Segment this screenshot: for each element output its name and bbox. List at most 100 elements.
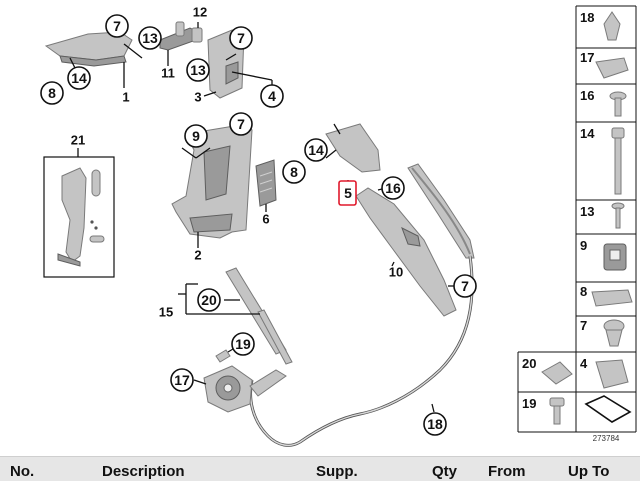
part-17-retractor[interactable]	[203, 365, 287, 413]
svg-text:13: 13	[142, 30, 158, 46]
svg-text:5: 5	[344, 185, 352, 201]
callout-3[interactable]: 3	[194, 90, 201, 105]
svg-text:14: 14	[308, 142, 324, 158]
callout-14-b[interactable]: 14	[304, 138, 328, 162]
callout-4[interactable]: 4	[260, 84, 284, 108]
column-header-qty[interactable]: Qty	[432, 463, 458, 480]
svg-text:2: 2	[194, 248, 201, 263]
callout-15[interactable]: 15	[159, 305, 173, 320]
callout-11[interactable]: 11	[161, 66, 175, 81]
svg-text:16: 16	[385, 180, 401, 196]
callout-12[interactable]: 12	[193, 5, 207, 20]
part-20-rail[interactable]	[225, 267, 293, 365]
part-10-pillar-trim[interactable]	[355, 187, 457, 317]
part-11-bracket[interactable]	[159, 21, 199, 51]
callout-1[interactable]: 1	[122, 90, 129, 105]
svg-text:18: 18	[580, 10, 594, 25]
callout-9-a[interactable]: 9	[184, 124, 208, 148]
svg-text:1: 1	[122, 90, 129, 105]
callout-7-b[interactable]: 7	[229, 26, 253, 50]
part-1-trim[interactable]	[44, 31, 133, 67]
legend-cell-16[interactable]: 16	[580, 88, 627, 117]
svg-text:8: 8	[290, 164, 298, 180]
legend-cell-14[interactable]: 14	[580, 126, 625, 195]
svg-text:11: 11	[161, 66, 175, 81]
callout-8-b[interactable]: 8	[282, 160, 306, 184]
callout-7-a[interactable]: 7	[105, 14, 129, 38]
legend-cell-8[interactable]: 8	[580, 284, 633, 307]
column-header-supp[interactable]: Supp.	[316, 463, 358, 480]
parts-legend	[517, 5, 637, 433]
legend-cell-13[interactable]: 13	[580, 202, 625, 229]
callout-10[interactable]: 10	[389, 265, 403, 280]
diagram-reference-number: 273784	[593, 434, 620, 443]
callout-13-a[interactable]: 13	[138, 26, 162, 50]
svg-text:8: 8	[580, 284, 587, 299]
callout-16[interactable]: 16	[381, 176, 405, 200]
svg-text:7: 7	[237, 30, 245, 46]
callout-2[interactable]: 2	[194, 248, 201, 263]
column-header-no[interactable]: No.	[10, 463, 35, 480]
part-2-pillar-trim[interactable]	[171, 123, 253, 239]
legend-cell-19[interactable]: 19	[522, 396, 565, 425]
callout-17[interactable]: 17	[170, 368, 194, 392]
callout-8-a[interactable]: 8	[40, 81, 64, 105]
svg-text:17: 17	[580, 50, 594, 65]
svg-text:17: 17	[174, 372, 190, 388]
svg-text:10: 10	[389, 265, 403, 280]
column-header-description[interactable]: Description	[102, 463, 185, 480]
svg-text:16: 16	[580, 88, 594, 103]
svg-text:18: 18	[427, 416, 443, 432]
svg-text:13: 13	[580, 204, 594, 219]
svg-text:20: 20	[201, 292, 217, 308]
svg-text:9: 9	[580, 238, 587, 253]
callout-18[interactable]: 18	[423, 412, 447, 436]
callout-19[interactable]: 19	[231, 332, 255, 356]
column-header-from[interactable]: From	[488, 463, 526, 480]
svg-text:13: 13	[190, 62, 206, 78]
legend-cell-4[interactable]: 4	[580, 356, 629, 389]
svg-text:6: 6	[262, 212, 269, 227]
part-6-grille[interactable]	[255, 159, 277, 207]
legend-cell-7[interactable]: 7	[580, 318, 625, 347]
part-18-cable[interactable]	[249, 255, 474, 447]
svg-text:20: 20	[522, 356, 536, 371]
part-19-bolt[interactable]	[215, 349, 231, 363]
part-5-trim[interactable]	[325, 123, 381, 173]
callout-21[interactable]: 21	[71, 133, 85, 148]
svg-text:19: 19	[522, 396, 536, 411]
svg-text:8: 8	[48, 85, 56, 101]
svg-text:9: 9	[192, 128, 200, 144]
svg-text:7: 7	[461, 278, 469, 294]
svg-text:21: 21	[71, 133, 85, 148]
svg-text:14: 14	[580, 126, 595, 141]
svg-text:4: 4	[580, 356, 588, 371]
legend-cell-symbol	[584, 395, 632, 423]
svg-text:14: 14	[71, 70, 87, 86]
svg-text:3: 3	[194, 90, 201, 105]
svg-text:7: 7	[113, 18, 121, 34]
part-16-strip[interactable]	[407, 163, 475, 259]
legend-cell-9[interactable]: 9	[580, 238, 627, 271]
column-header-up-to[interactable]: Up To	[568, 463, 610, 480]
callout-7-d[interactable]: 7	[453, 274, 477, 298]
callout-20[interactable]: 20	[197, 288, 221, 312]
parts-table-header: No. Description Supp. Qty From Up To	[0, 456, 640, 481]
svg-text:15: 15	[159, 305, 173, 320]
parts-diagram: 7 12 13 7 14 11 13 8 1 3 4 7 9 21 14 8 5…	[40, 5, 637, 447]
svg-text:12: 12	[193, 5, 207, 20]
part-12-clip[interactable]	[191, 27, 203, 43]
callout-6[interactable]: 6	[262, 212, 269, 227]
callout-7-c[interactable]: 7	[229, 112, 253, 136]
callout-13-b[interactable]: 13	[186, 58, 210, 82]
callout-5-highlighted[interactable]: 5	[338, 180, 357, 206]
callout-14-a[interactable]: 14	[67, 66, 91, 90]
svg-text:4: 4	[268, 88, 276, 104]
svg-text:7: 7	[237, 116, 245, 132]
svg-text:19: 19	[235, 336, 251, 352]
svg-text:7: 7	[580, 318, 587, 333]
part-21-bracket[interactable]	[57, 167, 105, 267]
legend-cell-20[interactable]: 20	[522, 356, 573, 385]
legend-cell-17[interactable]: 17	[580, 50, 629, 79]
legend-cell-18[interactable]: 18	[580, 10, 621, 41]
